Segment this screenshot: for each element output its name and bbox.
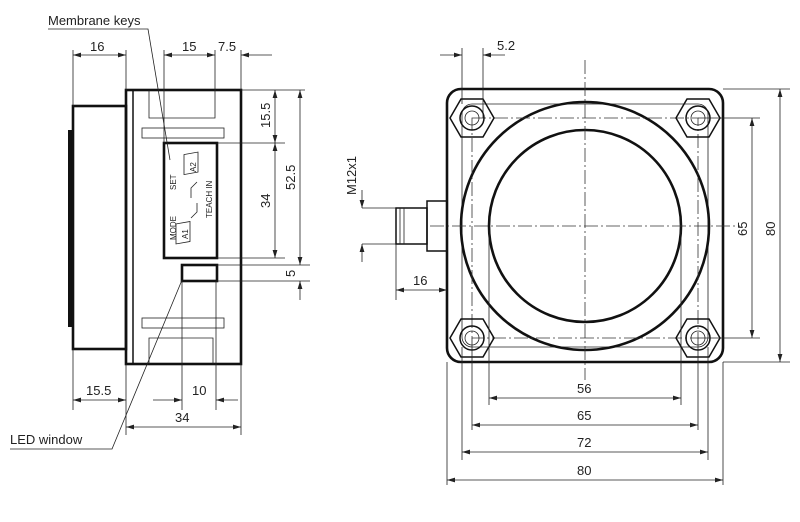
dim-16: 16 xyxy=(90,39,104,54)
dim-15-5-vertical: 15.5 xyxy=(258,103,273,128)
dim-52-5: 52.5 xyxy=(283,165,298,190)
dim-80-vertical: 80 xyxy=(763,222,778,236)
led-window-label: LED window xyxy=(10,432,83,447)
dim-5-2: 5.2 xyxy=(497,38,515,53)
dim-10: 10 xyxy=(192,383,206,398)
membrane-key-panel xyxy=(162,141,219,260)
dim-65-vertical: 65 xyxy=(735,222,750,236)
dim-56: 56 xyxy=(577,381,591,396)
mode-label: MODE xyxy=(169,216,178,240)
key-a1-label: A1 xyxy=(181,229,190,239)
side-view: A1 A2 MODE SET TEACH IN 16 15 7.5 15.5 3… xyxy=(10,13,310,450)
dim-16-connector: 16 xyxy=(413,273,427,288)
dim-7-5: 7.5 xyxy=(218,39,236,54)
led-window xyxy=(180,263,219,283)
thread-label: M12x1 xyxy=(344,156,359,195)
teach-in-label: TEACH IN xyxy=(205,180,214,218)
dim-15: 15 xyxy=(182,39,196,54)
dim-34-vertical: 34 xyxy=(258,194,273,208)
front-view: 5.2 65 80 56 65 72 80 16 M12x1 xyxy=(344,38,790,485)
m12-connector xyxy=(395,200,448,252)
set-label: SET xyxy=(169,174,178,190)
dim-5: 5 xyxy=(283,270,298,277)
dim-65-horizontal: 65 xyxy=(577,408,591,423)
key-a2-label: A2 xyxy=(189,162,198,172)
dim-34-bottom: 34 xyxy=(175,410,189,425)
dim-72: 72 xyxy=(577,435,591,450)
dim-15-5-bottom: 15.5 xyxy=(86,383,111,398)
dim-80-horizontal: 80 xyxy=(577,463,591,478)
membrane-keys-label: Membrane keys xyxy=(48,13,141,28)
